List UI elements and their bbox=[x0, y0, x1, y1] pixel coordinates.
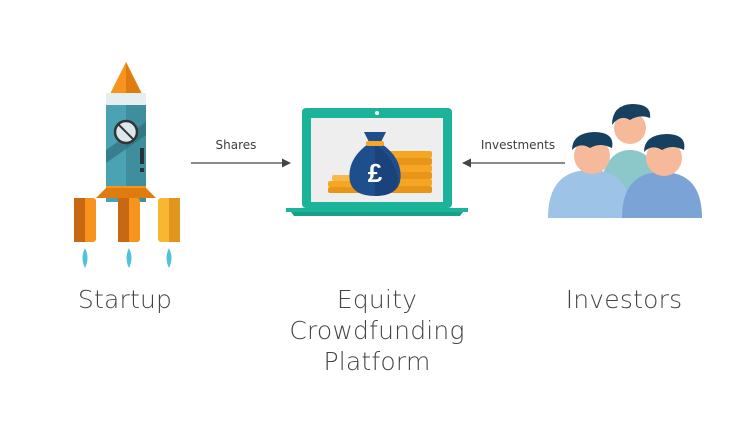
node-label-platform-line-2: Crowdfunding bbox=[289, 316, 465, 345]
edge-label-investments: Investments bbox=[480, 138, 556, 152]
currency-symbol: £ bbox=[368, 158, 383, 188]
rocket-icon bbox=[74, 62, 180, 268]
node-label-investors: Investors bbox=[565, 285, 683, 314]
node-label-platform-line-1: Equity bbox=[336, 285, 418, 314]
edge-label-shares: Shares bbox=[215, 138, 257, 152]
node-label-startup: Startup bbox=[77, 285, 173, 314]
node-label-platform-line-3: Platform bbox=[323, 347, 431, 376]
node-label-platform: Equity Crowdfunding Platform bbox=[270, 284, 484, 377]
laptop-money-bag-icon: £ bbox=[286, 108, 468, 216]
money-bag-icon: £ bbox=[349, 132, 401, 196]
people-group-icon bbox=[548, 104, 702, 218]
